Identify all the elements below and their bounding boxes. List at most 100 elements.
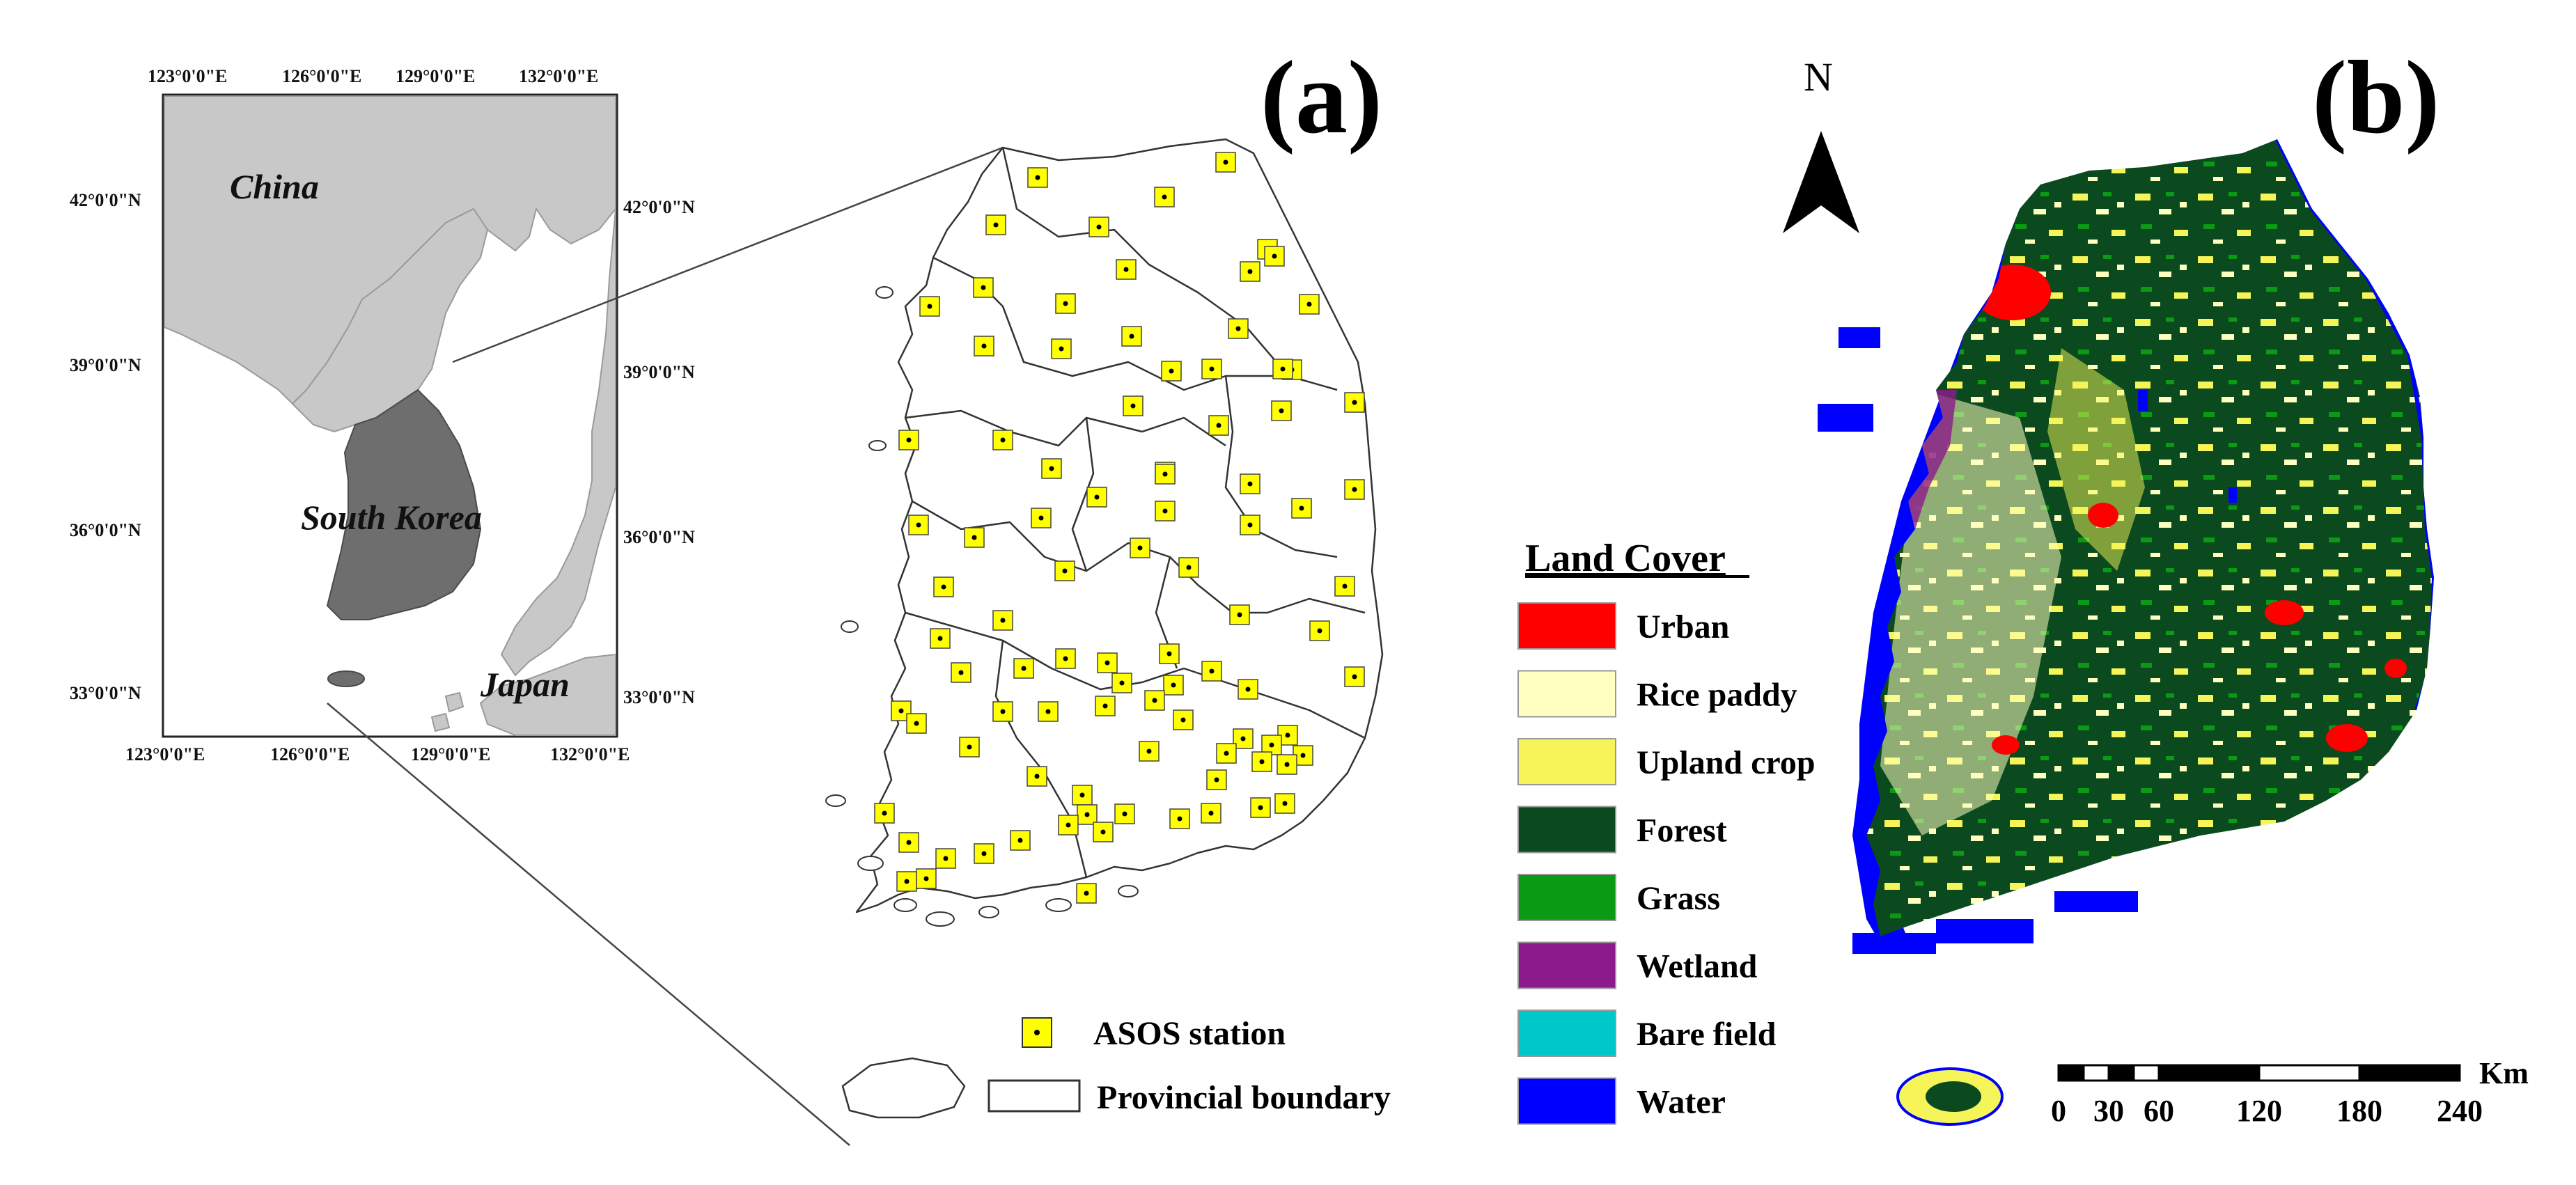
station-dot — [1282, 801, 1288, 806]
lon-label: 123°0'0"E — [125, 744, 205, 764]
station-square — [1123, 395, 1143, 416]
station-dot — [1280, 366, 1286, 372]
scale-tick-label: 30 — [2093, 1094, 2124, 1128]
asos-station-marker — [1169, 808, 1190, 829]
station-dot — [904, 879, 910, 884]
station-dot — [1279, 408, 1284, 414]
station-dot — [1049, 466, 1054, 471]
asos-station-marker — [1076, 883, 1097, 904]
asos-station-marker — [1334, 576, 1355, 597]
station-square — [1155, 464, 1176, 485]
island — [926, 911, 955, 927]
asos-station-marker — [1344, 392, 1365, 413]
station-dot — [1079, 792, 1085, 798]
asos-station-marker — [1173, 709, 1194, 730]
station-dot — [1300, 753, 1306, 758]
asos-station-marker — [1010, 830, 1031, 851]
station-dot — [1065, 822, 1071, 828]
station-dot — [914, 721, 919, 726]
station-dot — [1285, 732, 1290, 738]
panel-label-b: (b) — [2312, 40, 2440, 155]
station-dot — [1352, 400, 1357, 405]
label-south-korea: South Korea — [301, 498, 482, 537]
asos-station-marker — [1154, 187, 1175, 207]
asos-station-marker — [906, 713, 927, 734]
station-dot — [1247, 522, 1253, 528]
station-dot — [1162, 508, 1168, 514]
land-cover-map — [1818, 139, 2434, 1126]
asos-station-marker — [1178, 557, 1199, 578]
asos-station-marker — [1344, 666, 1365, 687]
asos-station-marker — [1161, 361, 1182, 382]
north-arrow-icon — [1783, 131, 1859, 233]
inland-water — [2138, 390, 2148, 411]
scale-tick-label: 180 — [2336, 1094, 2382, 1128]
urban-area — [1992, 735, 2020, 755]
asos-station-marker — [992, 610, 1013, 631]
station-square — [898, 832, 919, 853]
asos-station-marker — [1095, 696, 1116, 716]
asos-station-marker — [1027, 766, 1047, 787]
land-cover-swatch — [1517, 941, 1616, 989]
station-dot — [1169, 368, 1174, 374]
station-square — [1077, 804, 1098, 825]
station-dot — [1152, 698, 1157, 703]
asos-station-marker — [964, 527, 985, 548]
land-cover-swatch — [1517, 670, 1616, 718]
station-dot — [1240, 736, 1246, 741]
water-patch — [1839, 327, 1880, 348]
station-dot — [943, 856, 949, 861]
land-cover-class-wetland: Wetland — [1517, 941, 1758, 989]
station-dot — [993, 222, 999, 228]
asos-station-marker — [1240, 473, 1260, 494]
station-dot — [906, 437, 912, 443]
asos-station-marker — [1271, 400, 1292, 421]
station-square — [898, 430, 919, 450]
land-cover-class-rice-paddy: Rice paddy — [1517, 670, 1797, 718]
island — [978, 906, 999, 918]
station-dot — [941, 584, 946, 590]
station-dot — [1186, 565, 1192, 570]
station-dot — [1017, 838, 1023, 843]
station-dot — [981, 285, 986, 290]
japan-islands — [430, 691, 465, 732]
station-square — [1344, 479, 1365, 500]
station-dot — [1129, 333, 1134, 339]
station-dot — [927, 304, 932, 309]
asos-station-marker — [1038, 701, 1059, 722]
station-dot — [1177, 816, 1182, 822]
zoom-connector-bottom — [327, 703, 850, 1146]
asos-station-marker — [1216, 743, 1237, 764]
island — [857, 856, 884, 871]
station-dot — [1096, 224, 1102, 230]
asos-station-marker — [1027, 167, 1048, 188]
station-dot — [1130, 403, 1136, 409]
asos-station-marker — [1206, 769, 1227, 790]
asos-station-marker — [951, 662, 971, 683]
asos-station-marker — [992, 430, 1013, 450]
island — [875, 286, 893, 299]
station-dot — [1352, 487, 1357, 492]
urban-seoul — [1974, 265, 2051, 320]
asos-station-marker — [1051, 338, 1072, 359]
asos-station-marker — [1229, 604, 1250, 625]
rice-paddy-zone — [1880, 390, 2061, 835]
korea-provinces-map — [855, 138, 1384, 913]
scale-segment — [2358, 1064, 2461, 1082]
station-dot — [1306, 301, 1312, 307]
lon-label: 126°0'0"E — [270, 744, 350, 764]
legend-station-dot — [1034, 1030, 1040, 1035]
station-dot — [1247, 269, 1253, 274]
asos-station-marker — [1114, 803, 1135, 824]
station-dot — [1063, 656, 1068, 661]
asos-station-marker — [1086, 487, 1107, 508]
station-dot — [1119, 680, 1125, 686]
asos-station-marker — [1093, 822, 1114, 842]
land-cover-swatch — [1517, 1010, 1616, 1057]
station-square — [1055, 648, 1076, 669]
panel-label-a: (a) — [1260, 40, 1382, 155]
scale-segment — [2132, 1064, 2160, 1082]
asos-station-marker — [1139, 741, 1160, 762]
station-dot — [1102, 703, 1108, 709]
